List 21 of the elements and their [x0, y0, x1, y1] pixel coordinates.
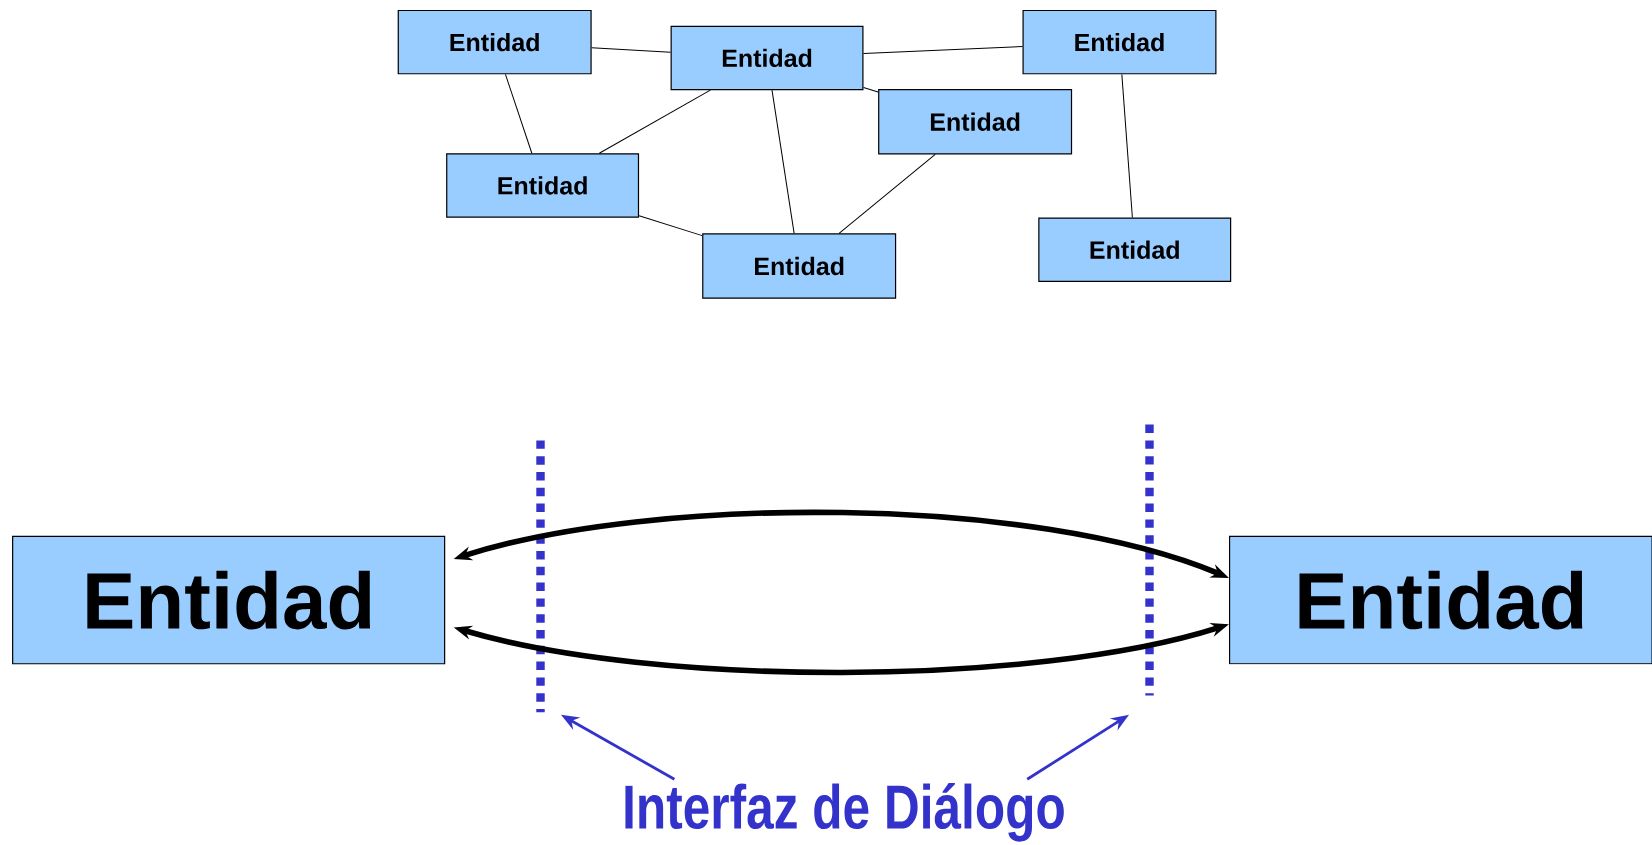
connector-line	[771, 89, 795, 234]
connector-line	[591, 47, 672, 53]
connector-line	[598, 89, 711, 154]
interface-label: Interfaz de Diálogo	[625, 783, 1064, 842]
entity-box: Entidad	[702, 233, 897, 299]
entity-box: Entidad	[1038, 217, 1232, 282]
dotted-line	[536, 440, 545, 713]
entity-box: Entidad	[878, 88, 1073, 155]
entity-box: Entidad	[1228, 535, 1652, 665]
entity-box: Entidad	[12, 535, 446, 665]
connector-line	[638, 215, 703, 237]
entity-box: Entidad	[446, 153, 640, 218]
entity-box: Entidad	[670, 25, 864, 91]
connector-line	[838, 153, 936, 234]
connector-line	[504, 73, 533, 154]
connector-line	[863, 87, 879, 93]
entity-box: Entidad	[397, 9, 592, 75]
connector-line	[1121, 73, 1133, 218]
connector-line	[863, 45, 1023, 55]
dotted-line	[1145, 424, 1154, 696]
entity-box: Entidad	[1022, 9, 1217, 75]
